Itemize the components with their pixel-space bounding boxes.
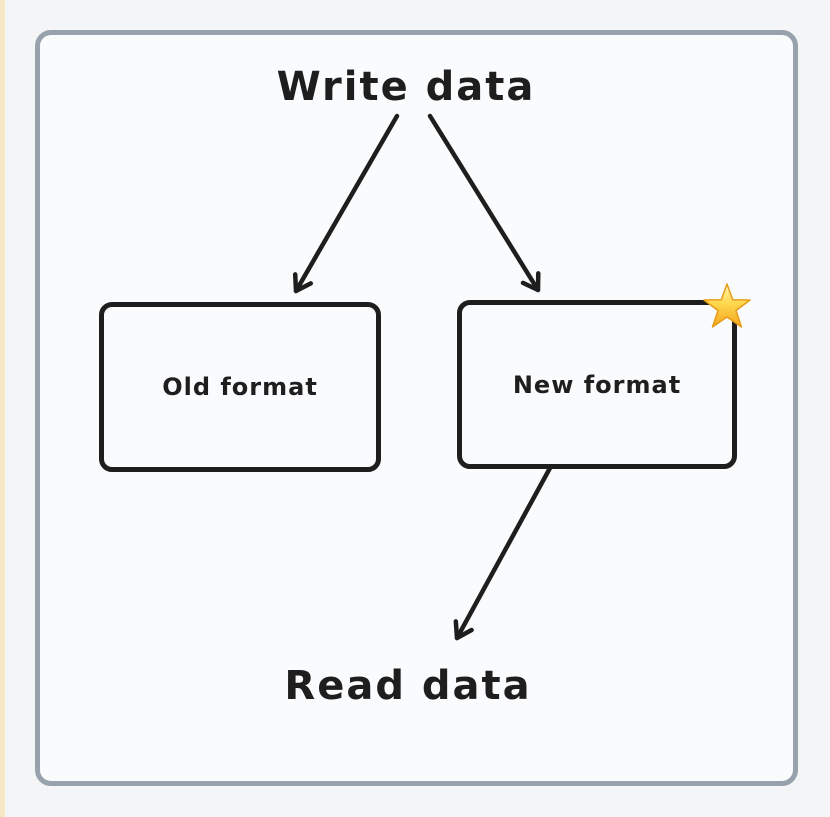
- left-edge-strip: [0, 0, 5, 817]
- diagram-frame: [35, 30, 798, 786]
- star-icon: [703, 283, 751, 328]
- write-data-label: Write data: [276, 64, 536, 110]
- read-data-label: Read data: [284, 663, 532, 709]
- node-new-format: New format: [457, 300, 737, 469]
- node-old-format-label: Old format: [162, 373, 318, 401]
- node-old-format: Old format: [99, 302, 381, 472]
- node-new-format-label: New format: [512, 370, 682, 399]
